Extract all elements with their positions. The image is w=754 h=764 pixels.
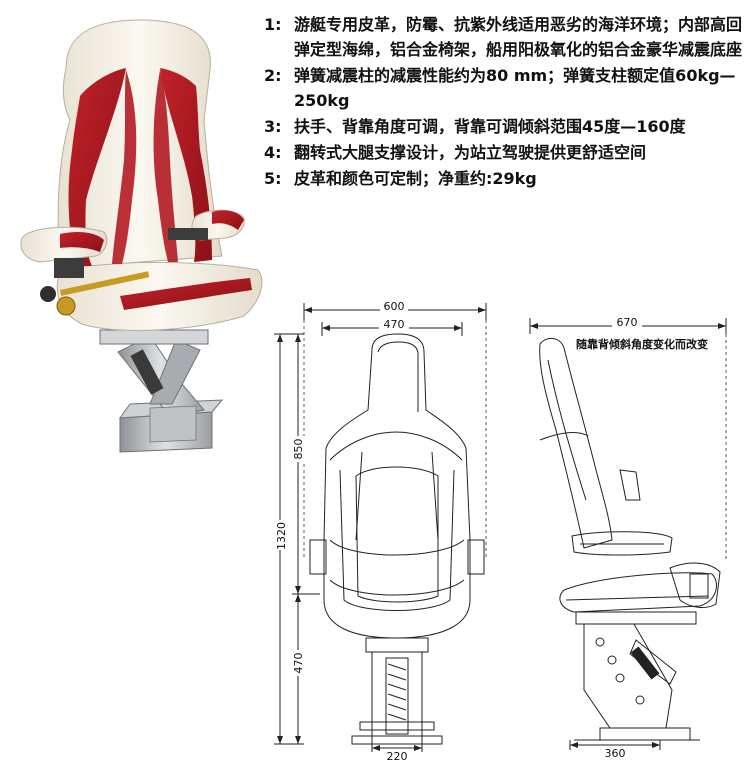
- spec-number: 3:: [264, 117, 282, 136]
- recline-note: 随靠背倾斜角度变化而改变: [576, 337, 708, 351]
- dim-back-height: 850: [292, 439, 305, 460]
- spec-item-5: 5: 皮革和颜色可定制；净重约:29kg: [264, 166, 744, 191]
- spec-number: 2:: [264, 66, 282, 85]
- front-left-armrest: [309, 539, 327, 575]
- spec-item-2: 2: 弹簧减震柱的减震性能约为80 mm；弹簧支柱额定值60kg—250kg: [264, 63, 744, 113]
- side-view-drawing: 670 随靠背倾斜角度变化而改变 360: [529, 316, 727, 760]
- dim-total-height: 1320: [275, 522, 288, 550]
- front-seat-outline: [323, 333, 471, 639]
- dim-base-width: 220: [387, 750, 408, 763]
- spec-number: 1:: [264, 15, 282, 34]
- spec-item-1: 1: 游艇专用皮革，防霉、抗紫外线适用恶劣的海洋环境；内部高回弹定型海绵，铝合金…: [264, 12, 744, 62]
- side-cushion: [559, 572, 717, 613]
- spec-text: 扶手、背靠角度可调，背靠可调倾斜范围45度—160度: [294, 117, 686, 136]
- spec-text: 翻转式大腿支撑设计，为站立驾驶提供更舒适空间: [294, 143, 647, 162]
- seat-photo: [20, 19, 263, 453]
- spec-text: 皮革和颜色可定制；净重约:29kg: [294, 169, 537, 188]
- spec-number: 5:: [264, 169, 282, 188]
- side-backrest: [539, 338, 613, 549]
- dim-seat-width: 470: [384, 318, 405, 331]
- dim-base-depth: 360: [605, 747, 626, 760]
- spec-text: 弹簧减震柱的减震性能约为80 mm；弹簧支柱额定值60kg—250kg: [294, 66, 736, 110]
- dim-overall-width: 600: [384, 300, 405, 313]
- front-right-armrest: [467, 539, 485, 575]
- dim-depth: 670: [617, 316, 638, 329]
- spec-text: 游艇专用皮革，防霉、抗紫外线适用恶劣的海洋环境；内部高回弹定型海绵，铝合金椅架，…: [294, 15, 743, 59]
- shock-base: [99, 329, 224, 453]
- front-view-drawing: 600 470 1320 850 470: [273, 300, 487, 763]
- spec-list: 1: 游艇专用皮革，防霉、抗紫外线适用恶劣的海洋环境；内部高回弹定型海绵，铝合金…: [264, 12, 744, 191]
- side-armrest: [571, 531, 673, 556]
- spec-item-4: 4: 翻转式大腿支撑设计，为站立驾驶提供更舒适空间: [264, 140, 744, 165]
- spec-number: 4:: [264, 143, 282, 162]
- dim-base-height: 470: [292, 653, 305, 674]
- spec-item-3: 3: 扶手、背靠角度可调，背靠可调倾斜范围45度—160度: [264, 114, 744, 139]
